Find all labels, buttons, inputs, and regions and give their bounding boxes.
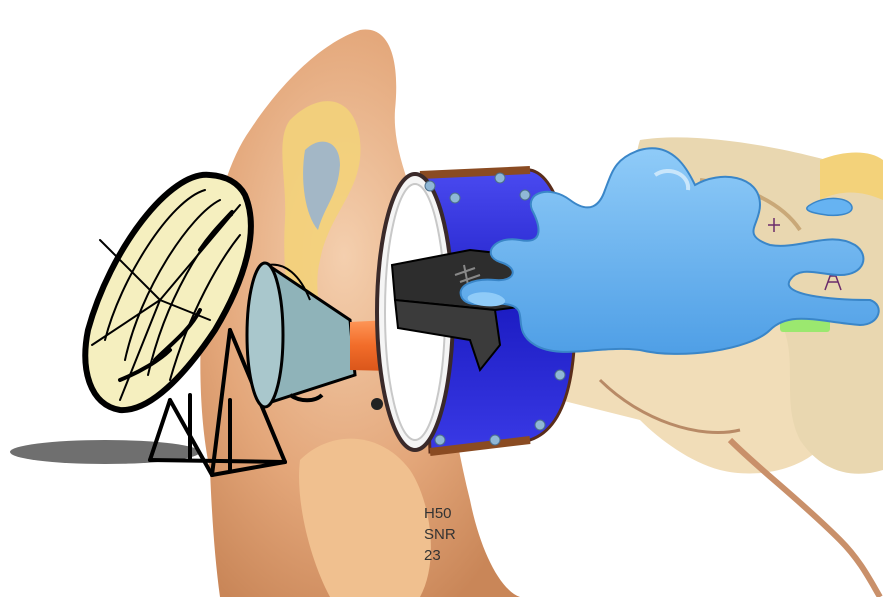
annotation-line-3: 23	[424, 545, 456, 566]
annotation-line-1: H50	[424, 503, 456, 524]
signal-annotation: H50 SNR 23	[424, 503, 456, 566]
annotation-line-2: SNR	[424, 524, 456, 545]
